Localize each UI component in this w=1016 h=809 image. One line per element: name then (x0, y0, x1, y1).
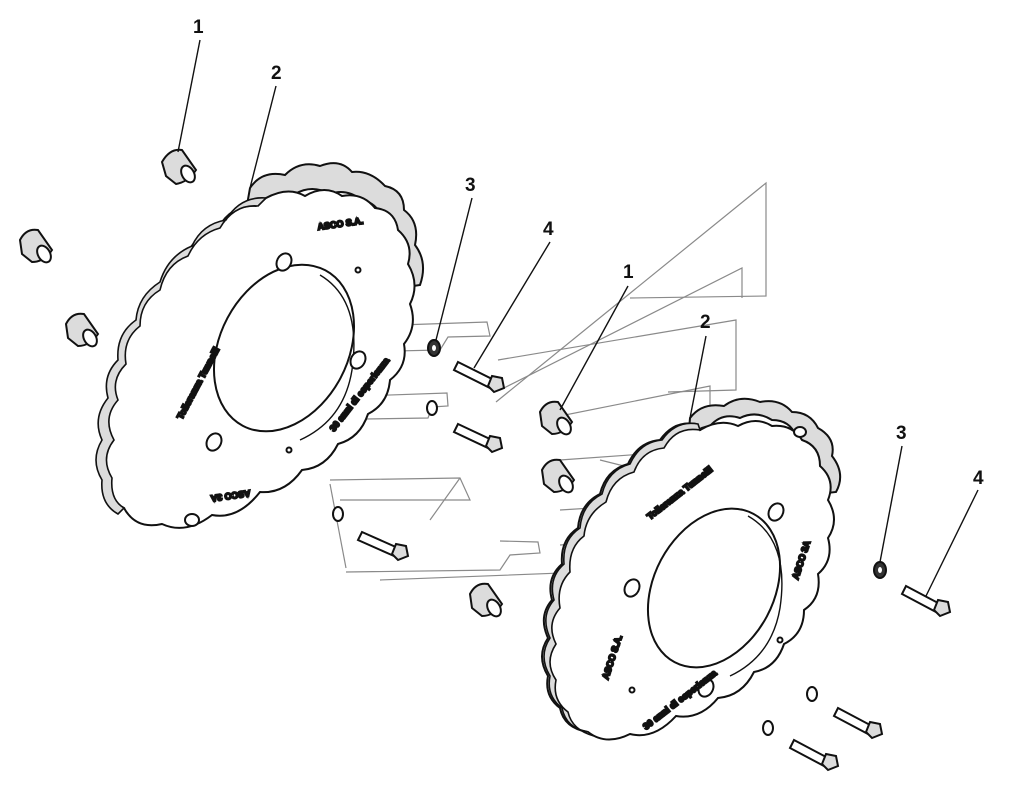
cap-1d (538, 400, 574, 436)
bolt-4f (788, 738, 840, 772)
callout-2-right-weight: 2 (700, 312, 711, 333)
washer-3c (332, 506, 344, 522)
bolt-4c (356, 530, 410, 562)
right-weight-bore (646, 507, 782, 669)
callout-4-right-bolt: 4 (973, 468, 984, 489)
washer-3d (873, 561, 887, 579)
washer-3f (762, 720, 774, 736)
bolt-4b (452, 422, 504, 454)
cap-1f (468, 582, 504, 618)
washer-3e (806, 686, 818, 702)
bolt-4a (452, 360, 506, 394)
callout-3-right-washer: 3 (896, 423, 907, 444)
callout-3-left-washer: 3 (465, 175, 476, 196)
callout-1-right-cap: 1 (623, 262, 634, 283)
leader-lines (177, 39, 979, 597)
cap-1c (64, 312, 100, 348)
callout-1-left-cap: 1 (193, 17, 204, 38)
cap-1e (540, 458, 576, 494)
bolts (356, 360, 952, 772)
left-weight-bore (212, 263, 356, 433)
cap-1b (18, 228, 54, 264)
callout-4-left-bolt: 4 (543, 219, 554, 240)
washer-3a (427, 339, 441, 357)
right-wheel-weight: Tolleranza Tunnelli ASCO 3A ASCO S.A. 30… (541, 397, 842, 741)
cap-1a (160, 148, 198, 186)
washer-3b (426, 400, 438, 416)
left-wheel-weight: ASCO S.A. ASCO 3A Tolleranza Tunnelli 30… (95, 162, 425, 529)
callout-2-left-weight: 2 (271, 63, 282, 84)
bolt-4d (900, 584, 952, 618)
bolt-4e (832, 706, 884, 740)
caps (18, 148, 576, 618)
